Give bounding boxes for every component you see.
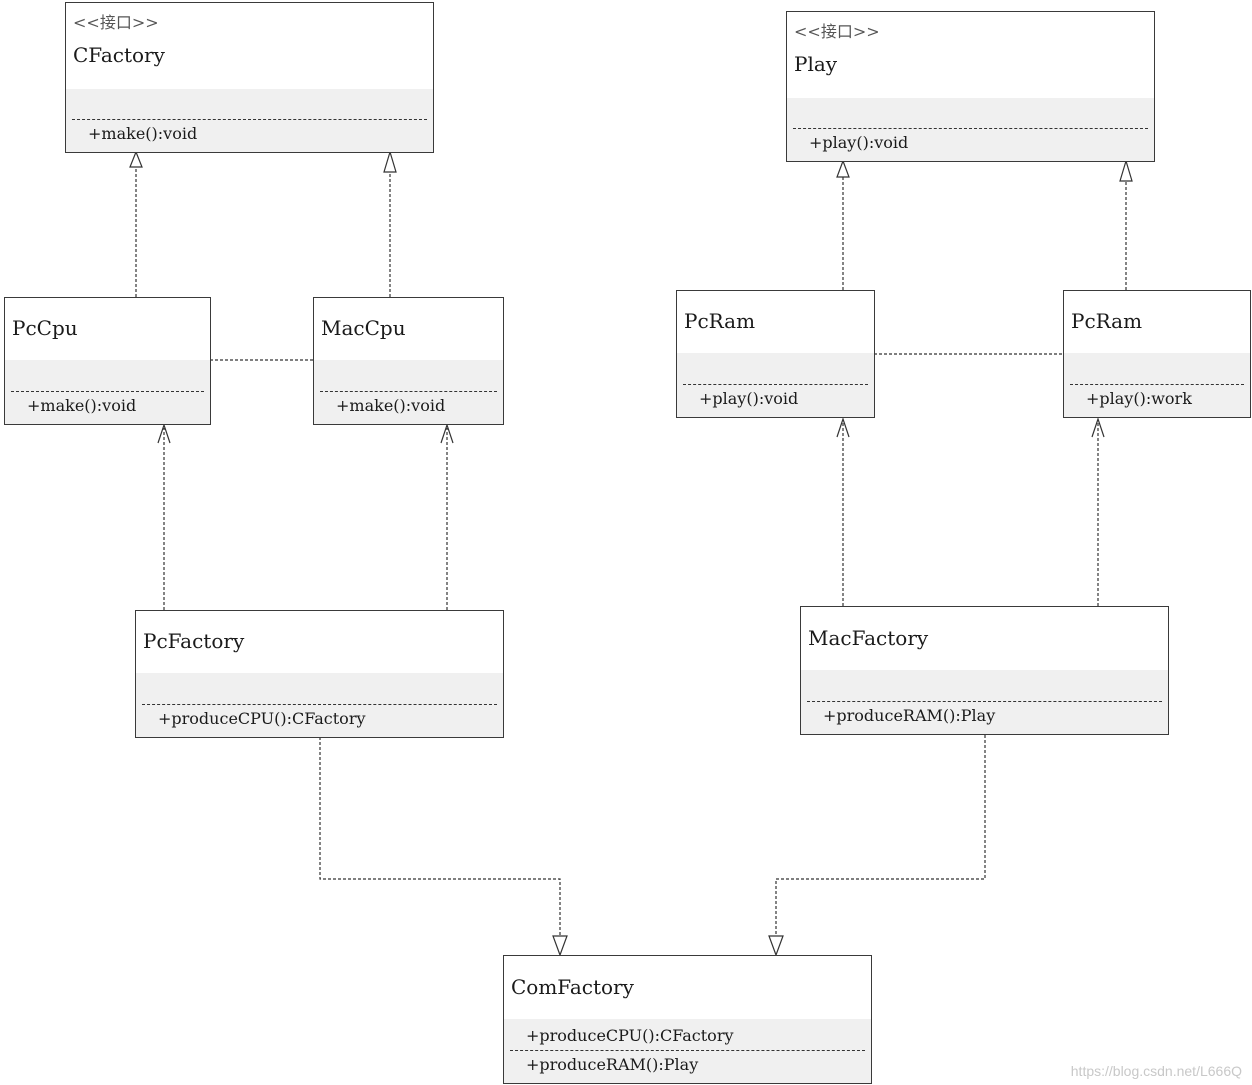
class-name: MacCpu bbox=[321, 316, 406, 340]
dependency-arrowhead bbox=[836, 417, 850, 438]
class-maccpu: MacCpu +make():void bbox=[313, 297, 504, 425]
class-name: PcFactory bbox=[143, 629, 245, 653]
operation: +play():void bbox=[699, 389, 799, 408]
realization-arrowhead bbox=[129, 150, 143, 168]
class-name: PcCpu bbox=[12, 316, 78, 340]
realization-line-macfactory-comfactory bbox=[775, 735, 986, 936]
class-macfactory: MacFactory +produceRAM():Play bbox=[800, 606, 1169, 735]
realization-line-pcfactory-comfactory bbox=[319, 737, 561, 936]
class-pccpu: PcCpu +make():void bbox=[4, 297, 211, 425]
class-pcfactory: PcFactory +produceCPU():CFactory bbox=[135, 610, 504, 738]
class-pcram-left: PcRam +play():void bbox=[676, 290, 875, 418]
operation: +make():void bbox=[336, 396, 446, 415]
class-pcram-right: PcRam +play():work bbox=[1063, 290, 1251, 418]
class-name: CFactory bbox=[73, 43, 165, 67]
operation: +produceCPU():CFactory bbox=[526, 1026, 734, 1045]
stereotype-label: <<接口>> bbox=[794, 22, 880, 41]
realization-arrowhead bbox=[383, 149, 397, 173]
realization-arrowhead bbox=[768, 935, 784, 957]
stereotype-label: <<接口>> bbox=[73, 13, 159, 32]
realization-arrowhead bbox=[836, 159, 850, 178]
operation: +make():void bbox=[27, 396, 137, 415]
watermark: https://blog.csdn.net/L666Q bbox=[1070, 1063, 1242, 1079]
operation: +produceCPU():CFactory bbox=[158, 709, 366, 728]
class-name: ComFactory bbox=[511, 975, 634, 999]
class-cfactory: <<接口>> CFactory +make():void bbox=[65, 2, 434, 153]
operation: +play():work bbox=[1086, 389, 1192, 408]
class-name: Play bbox=[794, 52, 838, 76]
class-name: MacFactory bbox=[808, 626, 929, 650]
dependency-arrowhead bbox=[1091, 417, 1105, 438]
operation: +play():void bbox=[809, 133, 909, 152]
operation: +produceRAM():Play bbox=[526, 1055, 699, 1074]
realization-arrowhead bbox=[1119, 158, 1133, 182]
realization-arrowhead bbox=[552, 935, 568, 957]
operation: +produceRAM():Play bbox=[823, 706, 996, 725]
dependency-arrowhead bbox=[440, 423, 454, 444]
operation: +make():void bbox=[88, 124, 198, 143]
class-play: <<接口>> Play +play():void bbox=[786, 11, 1155, 162]
class-name: PcRam bbox=[684, 309, 756, 333]
class-name: PcRam bbox=[1071, 309, 1143, 333]
dependency-arrowhead bbox=[157, 423, 171, 444]
class-comfactory: ComFactory +produceCPU():CFactory +produ… bbox=[503, 955, 872, 1084]
